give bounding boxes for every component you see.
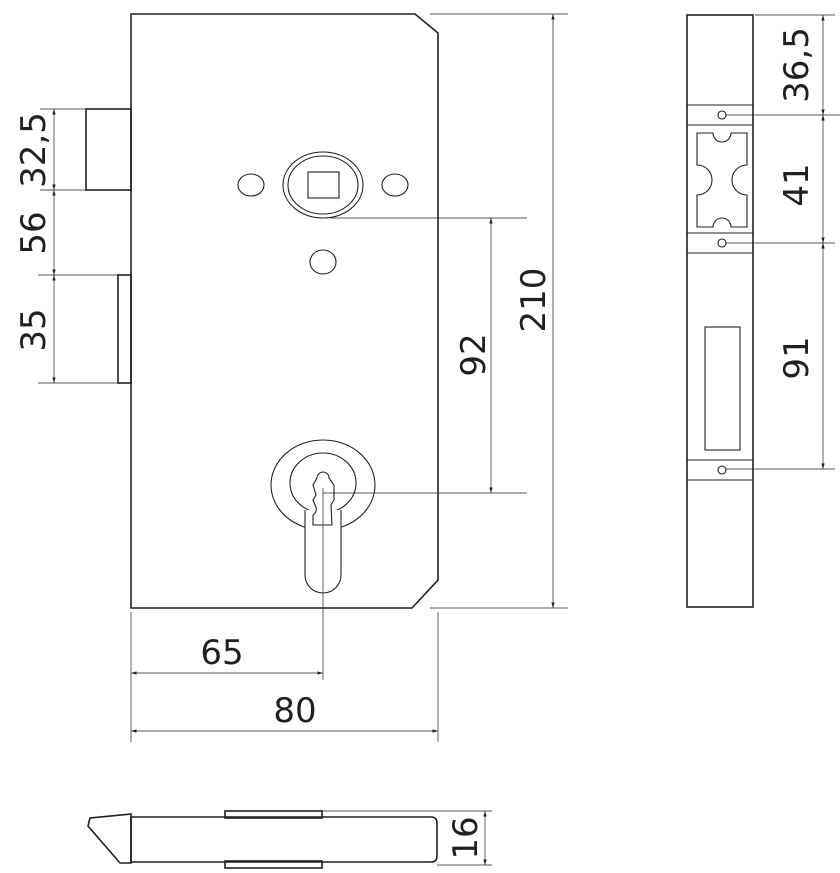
screw-hole-left	[237, 173, 265, 197]
bolt-opening	[704, 326, 741, 451]
faceplate-screw-hole	[717, 110, 727, 120]
dim-bolt-hole-spacing: 91	[777, 336, 817, 379]
faceplate-view: 36,5 41 91	[686, 14, 840, 608]
dim-latch-height: 32,5	[14, 112, 54, 188]
case-bottom	[130, 816, 438, 863]
dim-total-width: 80	[273, 691, 316, 731]
latch-opening	[696, 132, 748, 228]
spindle-ring-inner	[287, 155, 359, 215]
lock-body	[130, 13, 439, 609]
dim-thickness: 16	[446, 816, 486, 859]
screw-hole-lower	[309, 249, 337, 275]
dim-spindle-to-cylinder: 92	[454, 333, 494, 376]
spindle-ring-outer	[282, 151, 364, 219]
faceplate	[686, 14, 754, 608]
spindle-square	[307, 171, 340, 199]
bottom-plate	[224, 860, 323, 869]
dim-latch-to-bolt: 56	[14, 211, 54, 254]
front-view: 32,5 56 35 92 210 65 80	[14, 13, 568, 742]
dim-latch-hole-spacing: 41	[777, 163, 817, 206]
faceplate-screw-hole	[717, 238, 727, 248]
dim-total-height: 210	[514, 268, 554, 333]
keyhole	[312, 471, 335, 526]
dim-bolt-height: 35	[14, 308, 54, 351]
latch	[85, 108, 132, 191]
faceplate-screw-hole	[717, 465, 727, 475]
latch-tip	[87, 813, 132, 864]
bolt	[117, 274, 132, 384]
top-plate	[224, 810, 323, 819]
screw-hole-right	[381, 173, 409, 197]
bottom-view: 16	[87, 810, 492, 869]
dim-top-offset: 36,5	[777, 27, 817, 103]
dim-backset: 65	[200, 633, 243, 673]
